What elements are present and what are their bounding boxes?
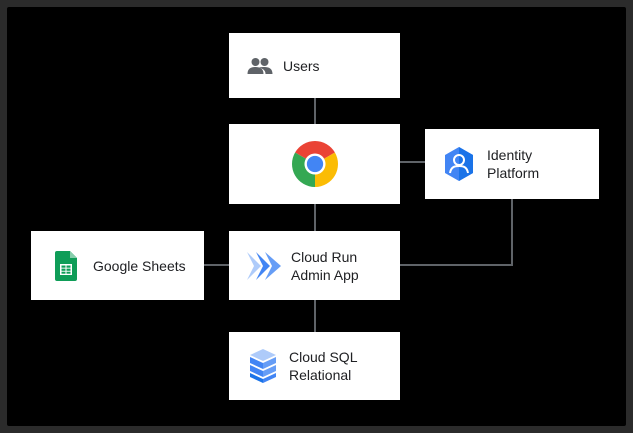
cloud-run-icon (247, 251, 281, 280)
edge-cloudrun-identity (400, 198, 513, 266)
users-node[interactable]: Users (229, 33, 400, 98)
chrome-icon (291, 141, 338, 187)
identity-platform-icon (445, 147, 473, 181)
cloud-sql-node[interactable]: Cloud SQL Relational (229, 332, 400, 400)
people-icon (247, 57, 273, 74)
google-sheets-label: Google Sheets (93, 257, 186, 274)
cloud-sql-icon (250, 349, 276, 383)
diagram-canvas: Users Identity Platform (7, 7, 626, 426)
cloud-sql-label: Cloud SQL Relational (289, 349, 358, 383)
google-sheets-icon (55, 250, 77, 281)
connectors (203, 97, 513, 332)
cloud-run-label: Cloud Run Admin App (291, 248, 359, 283)
users-label: Users (283, 57, 320, 74)
browser-node[interactable] (229, 124, 400, 204)
identity-platform-node[interactable]: Identity Platform (425, 129, 599, 199)
identity-platform-label: Identity Platform (487, 147, 540, 181)
cloud-run-node[interactable]: Cloud Run Admin App (229, 231, 400, 300)
google-sheets-node[interactable]: Google Sheets (31, 231, 204, 300)
